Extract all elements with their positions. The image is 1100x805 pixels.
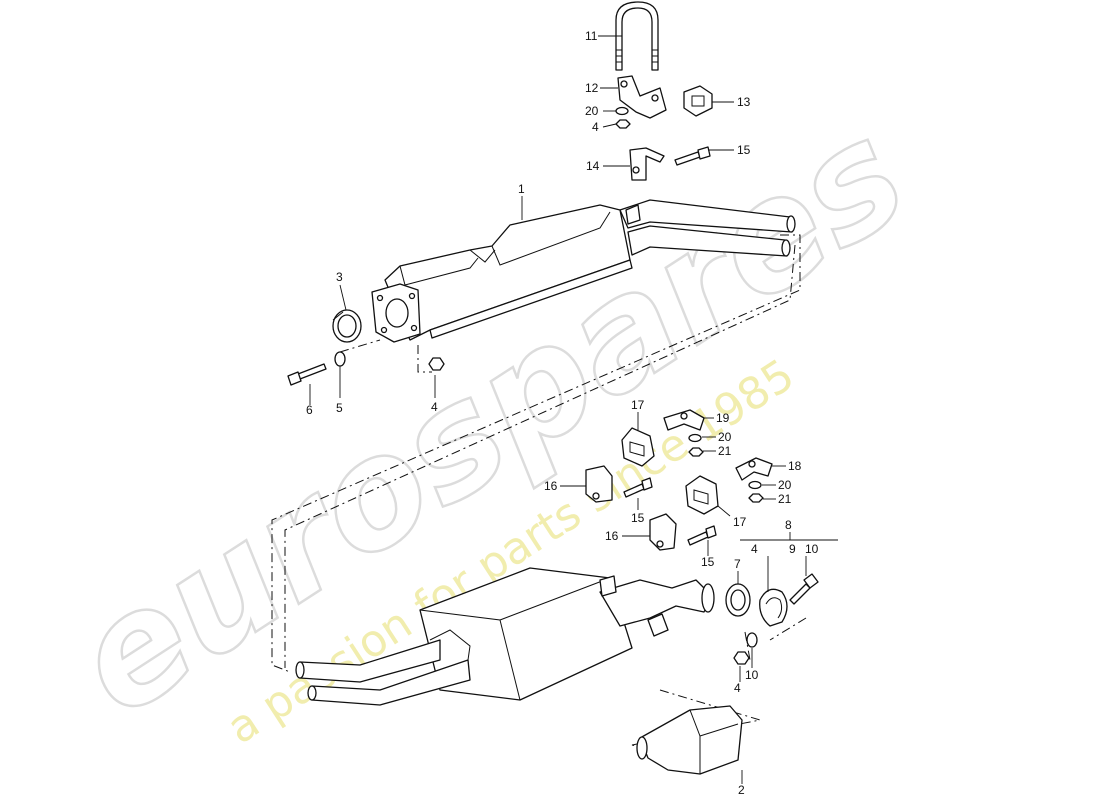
rubber-mount-part-upper [621,427,655,467]
callout-4-clamp: 4 [751,542,758,556]
callout-4-lower: 4 [734,681,741,695]
assembly-lines [271,234,807,751]
nut-part-flange [428,357,445,371]
gasket-ring-part [332,309,362,343]
washer-part-mid [748,480,762,490]
nut-part-lower [733,651,750,665]
callout-16-upper: 16 [544,479,558,493]
callout-3: 3 [336,270,343,284]
callout-20: 20 [585,104,599,118]
washer-part-top [615,106,629,116]
callout-15-lower: 15 [701,555,715,569]
callout-15: 15 [737,143,751,157]
washer-part-upper [688,433,702,443]
callout-16-lower: 16 [605,529,619,543]
callout-10-top: 10 [805,542,819,556]
assembly-line-inner [284,244,796,668]
callout-18: 18 [788,459,802,473]
callout-6: 6 [306,403,313,417]
callout-21-mid: 21 [778,492,792,506]
callout-11: 11 [585,29,598,43]
callout-19: 19 [716,411,730,425]
washer-part-lower [746,632,758,648]
callout-13: 13 [737,95,751,109]
hanger-bracket-part [617,75,667,119]
callout-9: 9 [789,542,796,556]
callout-7: 7 [734,557,741,571]
bolt-part-15a [623,477,653,498]
bolt-part-flange [287,363,327,386]
bracket-part-19 [663,409,705,431]
callout-8: 8 [785,518,792,532]
u-bolt-part [615,1,659,71]
callout-4-flange: 4 [431,400,438,414]
bolt-part-10 [789,573,819,605]
bracket-part-18 [735,457,773,481]
clamp-part-9 [759,588,788,627]
nut-part-top [615,119,631,129]
assembly-line-tailpipe [631,689,761,751]
callout-labels: 11 12 20 4 13 14 15 1 3 4 5 6 17 19 20 2… [306,29,819,797]
callout-10-lower: 10 [745,668,759,682]
callout-17-lower: 17 [733,515,747,529]
tail-pipe-part [636,705,743,775]
callout-20-upper: 20 [718,430,732,444]
assembly-line-gasket [339,339,381,353]
front-muffler-part [371,199,796,343]
callout-4: 4 [592,120,599,134]
callout-20-mid: 20 [778,478,792,492]
bolt-part-top [674,146,711,166]
nut-part-mid [748,493,764,503]
clamp-part-top [629,147,665,181]
bolt-part-15b [687,525,717,546]
callout-21-upper: 21 [718,444,732,458]
callout-2: 2 [738,783,745,797]
rubber-mount-part-lower [685,475,719,515]
assembly-line-main [271,234,801,673]
callout-15-mid: 15 [631,511,645,525]
callout-5: 5 [336,401,343,415]
callout-14: 14 [586,159,600,173]
nut-part-upper [688,447,704,457]
clamp-part-16b [649,513,677,551]
assembly-line-clamp [744,617,807,661]
washer-part-flange [334,351,346,367]
clamp-part-16a [585,465,613,503]
ring-part-7 [725,583,751,617]
callout-12: 12 [585,81,599,95]
callout-17-upper: 17 [631,398,645,412]
rear-muffler-part [295,567,715,706]
callout-1: 1 [518,182,525,196]
rubber-mount-part [683,85,713,117]
assembly-line-flange [417,345,432,373]
leader-lines [309,35,838,784]
